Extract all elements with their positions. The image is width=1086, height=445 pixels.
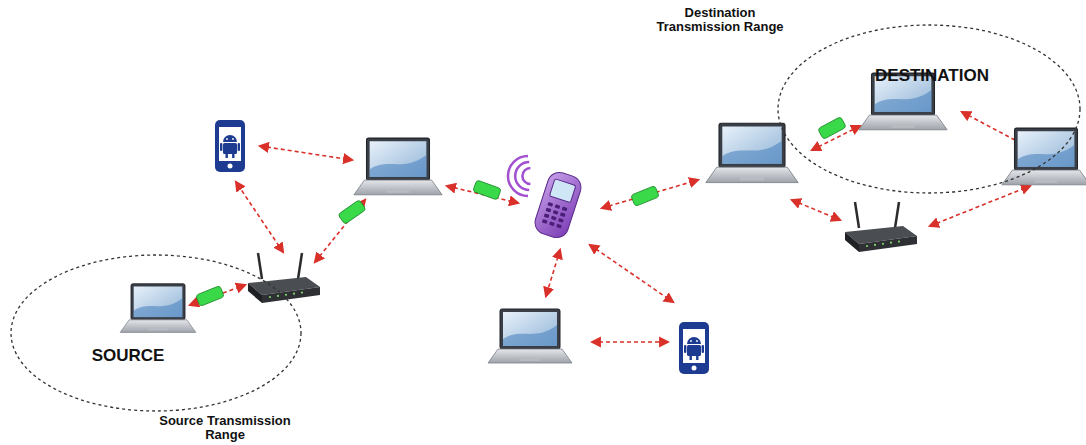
range-outline xyxy=(777,24,1081,194)
link-arrow xyxy=(590,245,673,302)
laptop-icon xyxy=(488,309,572,363)
android-phone-icon xyxy=(679,322,709,374)
router-icon xyxy=(845,202,917,252)
link-arrow xyxy=(592,341,668,343)
link-arrow xyxy=(602,180,698,208)
data-packet xyxy=(631,186,660,207)
data-packet xyxy=(818,117,847,140)
link-arrow xyxy=(792,200,840,220)
mobile-phone-icon xyxy=(532,169,584,240)
laptop-icon xyxy=(706,123,798,182)
data-packet xyxy=(338,200,366,225)
range-outline xyxy=(10,254,302,412)
laptop-icon xyxy=(354,138,442,195)
android-phone-icon xyxy=(215,120,245,172)
range-label: Source Transmission Range xyxy=(150,414,300,443)
link-arrow xyxy=(260,146,352,160)
link-arrow xyxy=(236,182,283,252)
laptop-icon xyxy=(1002,128,1086,185)
link-arrow xyxy=(546,250,560,296)
link-arrows xyxy=(190,112,1030,342)
data-packet xyxy=(196,286,225,307)
range-label: Destination Transmission Range xyxy=(645,6,795,35)
transmission-range: SOURCESource Transmission Range xyxy=(10,254,302,412)
range-label: DESTINATION xyxy=(857,67,1007,86)
link-arrow xyxy=(930,186,1030,226)
transmission-range: Destination Transmission RangeDESTINATIO… xyxy=(777,24,1081,194)
data-packet xyxy=(473,180,502,200)
range-label: SOURCE xyxy=(68,347,188,366)
laptop-icon xyxy=(120,284,196,333)
signal-waves xyxy=(508,156,530,196)
